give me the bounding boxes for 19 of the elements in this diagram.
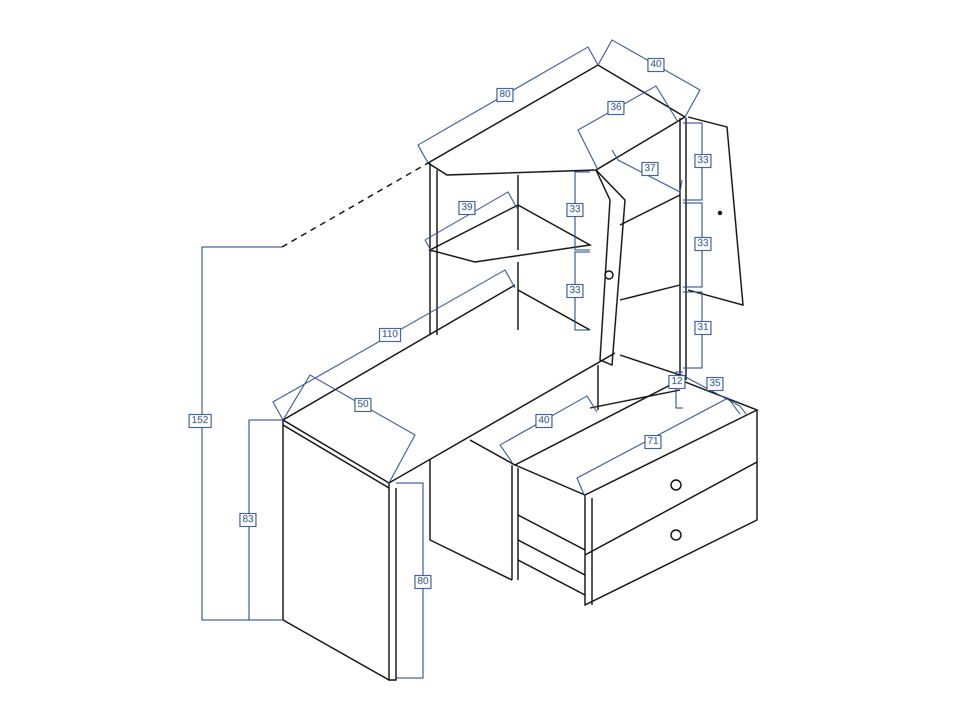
dimension-label: 80 xyxy=(414,575,432,589)
dimension-label: 110 xyxy=(379,328,401,342)
dimension-label: 71 xyxy=(644,435,662,449)
dimension-label: 50 xyxy=(354,398,372,412)
dimension-label: 33 xyxy=(566,284,584,298)
dimension-label: 33 xyxy=(694,154,712,168)
dimension-label: 83 xyxy=(239,513,257,527)
dimension-label: 40 xyxy=(535,414,553,428)
dimension-label: 33 xyxy=(566,203,584,217)
dimension-label: 37 xyxy=(641,162,659,176)
dimension-label: 80 xyxy=(496,88,514,102)
dimension-label: 35 xyxy=(706,377,724,391)
dimension-label: 152 xyxy=(188,414,212,428)
dimension-label: 33 xyxy=(694,237,712,251)
dimension-label: 12 xyxy=(668,375,686,389)
dimension-label: 31 xyxy=(694,321,712,335)
dimension-label: 36 xyxy=(607,101,625,115)
dimension-label: 40 xyxy=(647,58,665,72)
dimension-label: 39 xyxy=(458,201,476,215)
